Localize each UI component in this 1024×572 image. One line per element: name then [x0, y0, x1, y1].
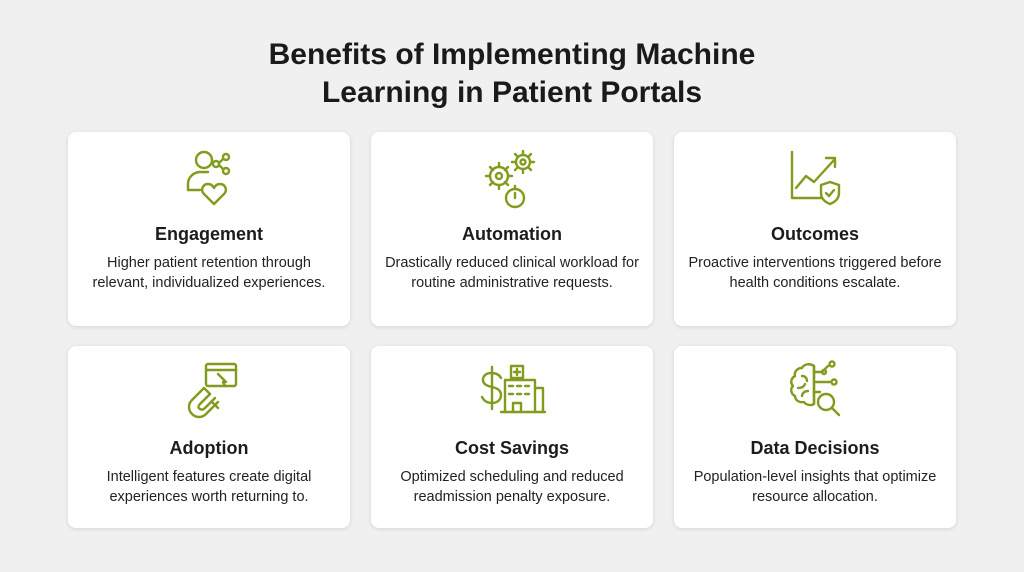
magnet-browser-icon [174, 358, 244, 424]
card-cost-savings: Cost Savings Optimized scheduling and re… [371, 346, 653, 528]
card-engagement: Engagement Higher patient retention thro… [68, 132, 350, 326]
card-description: Population-level insights that optimize … [693, 469, 937, 505]
page-title: Benefits of Implementing Machine Learnin… [0, 36, 1024, 112]
card-automation: Automation Drastically reduced clinical … [371, 132, 653, 326]
card-heading: Outcomes [770, 224, 860, 244]
trend-chart-shield-icon [780, 146, 850, 212]
card-outcomes: Outcomes Proactive interventions trigger… [674, 132, 956, 326]
card-data-decisions: Data Decisions Population-level insights… [674, 346, 956, 528]
card-description: Higher patient retention through relevan… [92, 255, 326, 291]
title-line-1: Benefits of Implementing Machine [268, 38, 756, 71]
card-description: Drastically reduced clinical workload fo… [385, 255, 639, 291]
title-line-2: Learning in Patient Portals [321, 76, 703, 109]
dollar-hospital-icon [477, 358, 547, 424]
card-description: Proactive interventions triggered before… [688, 255, 942, 291]
card-adoption: Adoption Intelligent features create dig… [68, 346, 350, 528]
card-heading: Data Decisions [750, 438, 880, 458]
card-heading: Adoption [169, 438, 249, 458]
gears-stopwatch-icon [477, 146, 547, 212]
card-description: Intelligent features create digital expe… [106, 469, 312, 505]
brain-circuit-search-icon [780, 358, 850, 424]
card-heading: Cost Savings [454, 438, 570, 458]
user-share-heart-icon [174, 146, 244, 212]
card-heading: Engagement [154, 224, 264, 244]
card-description: Optimized scheduling and reduced readmis… [400, 469, 624, 505]
card-heading: Automation [462, 224, 562, 244]
